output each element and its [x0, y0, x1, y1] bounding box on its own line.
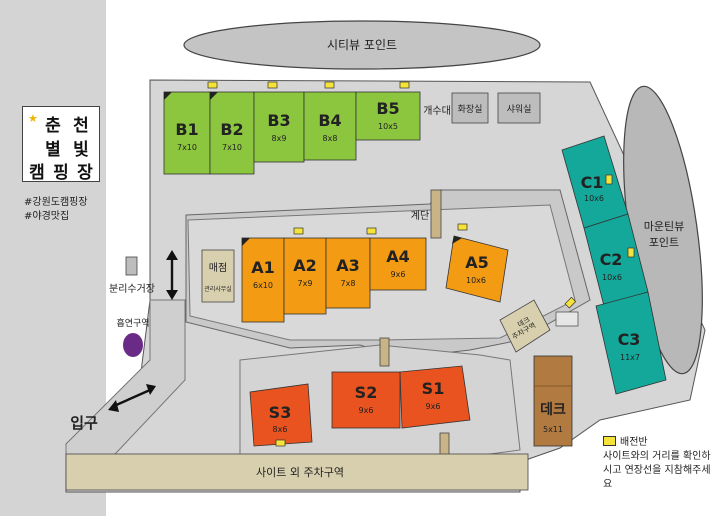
svg-text:A1: A1: [251, 258, 275, 277]
legend-note: 사이트와의 거리를 확인하시고 연장선을 지참해주세요: [603, 451, 711, 490]
svg-text:9x6: 9x6: [391, 270, 406, 279]
site-B5[interactable]: B5 10x5: [355, 91, 421, 141]
logo-line-2: 별 빛: [45, 140, 89, 160]
svg-text:B3: B3: [267, 111, 290, 130]
deck-parking: 데크 주차구역: [499, 299, 551, 353]
city-view-point: [183, 20, 541, 70]
legend-title: 배전반: [620, 437, 648, 448]
site-deck[interactable]: 데크 5x11: [533, 355, 573, 447]
svg-text:C2: C2: [600, 250, 623, 269]
svg-text:C1: C1: [581, 173, 604, 192]
svg-text:6x10: 6x10: [253, 281, 273, 290]
stairs: [430, 189, 442, 239]
site-S1[interactable]: S1 9x6: [399, 365, 471, 429]
deck-stairs: [555, 311, 579, 327]
site-C2[interactable]: C2 10x6: [583, 213, 649, 307]
svg-text:7x8: 7x8: [341, 279, 356, 288]
svg-text:B4: B4: [318, 111, 341, 130]
site-S3[interactable]: S3 8x6: [249, 383, 313, 447]
hashtag-2: #야경맛집: [24, 211, 70, 222]
recycling-bin: [125, 256, 138, 276]
svg-text:사이트 외 주차구역: 사이트 외 주차구역: [256, 466, 344, 479]
svg-text:10x6: 10x6: [466, 276, 486, 285]
svg-text:데크: 데크: [540, 402, 566, 418]
site-A1[interactable]: A1 6x10: [241, 237, 285, 323]
svg-text:A2: A2: [293, 256, 317, 275]
svg-text:7x10: 7x10: [177, 143, 197, 152]
mountain-view-label-2: 포인트: [649, 236, 679, 249]
svg-text:관리사무실: 관리사무실: [204, 285, 232, 293]
svg-text:샤워실: 샤워실: [507, 104, 532, 115]
star-icon: ★: [28, 112, 38, 125]
svg-text:8x8: 8x8: [323, 134, 338, 143]
city-view-label: 시티뷰 포인트: [327, 38, 397, 52]
vertical-arrow-icon: [166, 250, 178, 300]
wash-station-label: 개수대: [423, 105, 451, 117]
site-B4[interactable]: B4 8x8: [303, 91, 357, 161]
power-boxes: [207, 81, 635, 447]
svg-text:A4: A4: [386, 247, 410, 266]
mountain-view-label-1: 마운틴뷰: [644, 220, 684, 233]
svg-text:C3: C3: [618, 330, 641, 349]
shop-office: 매점 관리사무실: [201, 249, 235, 303]
svg-text:8x9: 8x9: [272, 134, 287, 143]
svg-text:B5: B5: [376, 99, 399, 118]
logo-line-1: 춘 천: [45, 116, 89, 136]
stairs-s-zone: [379, 337, 390, 367]
svg-text:10x6: 10x6: [602, 273, 622, 282]
svg-text:9x6: 9x6: [359, 406, 374, 415]
entrance-arrow-icon: [108, 384, 156, 412]
entrance-label: 입구: [70, 414, 98, 432]
svg-text:화장실: 화장실: [458, 104, 483, 115]
svg-text:B1: B1: [175, 120, 198, 139]
svg-text:10x6: 10x6: [584, 194, 604, 203]
svg-text:11x7: 11x7: [620, 353, 640, 362]
power-box-legend-icon: [603, 436, 616, 446]
svg-text:S2: S2: [355, 383, 378, 402]
svg-text:7x10: 7x10: [222, 143, 242, 152]
svg-text:B2: B2: [220, 120, 243, 139]
svg-text:5x11: 5x11: [543, 425, 563, 434]
hashtags: #강원도캠핑장 #야경맛집: [24, 196, 88, 224]
outside-parking: 사이트 외 주차구역: [65, 453, 529, 491]
svg-text:9x6: 9x6: [426, 402, 441, 411]
site-A4[interactable]: A4 9x6: [369, 237, 427, 291]
stairs-label: 계단: [411, 210, 429, 222]
site-B3[interactable]: B3 8x9: [253, 91, 305, 163]
site-A5[interactable]: A5 10x6: [445, 235, 509, 303]
recycling-label: 분리수거장: [109, 283, 155, 295]
svg-text:S1: S1: [422, 379, 445, 398]
svg-text:A3: A3: [336, 256, 360, 275]
site-A3[interactable]: A3 7x8: [325, 237, 371, 309]
svg-text:7x9: 7x9: [298, 279, 313, 288]
restroom: 화장실: [451, 92, 489, 124]
site-C3[interactable]: C3 11x7: [595, 291, 667, 395]
site-B2[interactable]: B2 7x10: [209, 91, 255, 175]
site-C1[interactable]: C1 10x6: [561, 135, 629, 229]
site-A2[interactable]: A2 7x9: [283, 237, 327, 315]
smoking-area: [123, 333, 143, 357]
svg-text:A5: A5: [465, 253, 489, 272]
svg-text:S3: S3: [269, 403, 292, 422]
site-S2[interactable]: S2 9x6: [331, 371, 401, 429]
svg-text:매점: 매점: [209, 262, 227, 274]
site-B1[interactable]: B1 7x10: [163, 91, 211, 175]
campground-logo: ★ 춘 천 별 빛 캠 핑 장: [22, 106, 100, 183]
smoking-label: 흡연구역: [116, 317, 149, 329]
shower: 샤워실: [497, 92, 541, 124]
svg-text:10x5: 10x5: [378, 122, 398, 131]
logo-line-3: 캠 핑 장: [29, 163, 93, 183]
hashtag-1: #강원도캠핑장: [24, 197, 88, 208]
svg-text:8x6: 8x6: [273, 425, 288, 434]
